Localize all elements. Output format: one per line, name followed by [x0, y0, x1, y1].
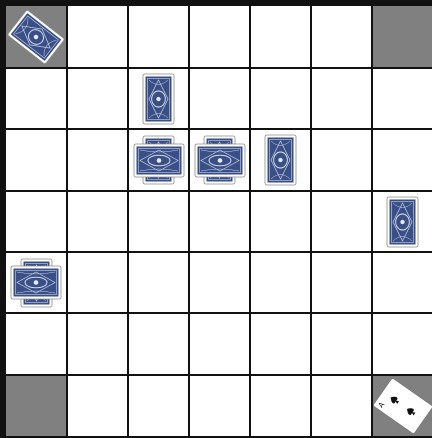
- board-cell-r3-c1[interactable]: [68, 192, 127, 251]
- board-cell-r1-c2[interactable]: [129, 69, 188, 128]
- board-cell-r4-c5[interactable]: [312, 253, 371, 312]
- board-cell-r2-c4[interactable]: [251, 130, 310, 190]
- board-cell-r5-c6[interactable]: [373, 314, 432, 374]
- board-cell-r3-c3[interactable]: [190, 192, 249, 251]
- board-cell-r5-c5[interactable]: [312, 314, 371, 374]
- board-cell-r2-c3[interactable]: [190, 130, 249, 190]
- board-cell-r4-c0[interactable]: [6, 253, 66, 312]
- board-cell-r0-c5[interactable]: [312, 6, 371, 67]
- board-cell-r4-c6[interactable]: [373, 253, 432, 312]
- board-cell-r1-c3[interactable]: [190, 69, 249, 128]
- board-cell-r0-c2[interactable]: [129, 6, 188, 67]
- board-cell-r4-c3[interactable]: [190, 253, 249, 312]
- board-cell-r5-c3[interactable]: [190, 314, 249, 374]
- board-cell-r2-c2[interactable]: [129, 130, 188, 190]
- board-cell-r1-c0[interactable]: [6, 69, 66, 128]
- board-cell-r1-c4[interactable]: [251, 69, 310, 128]
- board-cell-r3-c5[interactable]: [312, 192, 371, 251]
- board-cell-r2-c5[interactable]: [312, 130, 371, 190]
- board-cell-r0-c4[interactable]: [251, 6, 310, 67]
- board-cell-r4-c4[interactable]: [251, 253, 310, 312]
- board-cell-r4-c1[interactable]: [68, 253, 127, 312]
- board-cell-r6-c2[interactable]: [129, 376, 188, 436]
- board-cell-r5-c0[interactable]: [6, 314, 66, 374]
- board-cell-r0-c6[interactable]: [373, 6, 432, 67]
- board-cell-r1-c6[interactable]: [373, 69, 432, 128]
- board-cell-r5-c1[interactable]: [68, 314, 127, 374]
- board-cell-r6-c4[interactable]: [251, 376, 310, 436]
- board-cell-r3-c4[interactable]: [251, 192, 310, 251]
- board-cell-r6-c1[interactable]: [68, 376, 127, 436]
- board-cell-r4-c2[interactable]: [129, 253, 188, 312]
- board-cell-r6-c5[interactable]: [312, 376, 371, 436]
- board-cell-r1-c5[interactable]: [312, 69, 371, 128]
- board-cell-r3-c0[interactable]: [6, 192, 66, 251]
- board-cell-r0-c0[interactable]: [6, 6, 66, 67]
- board-cell-r3-c2[interactable]: [129, 192, 188, 251]
- board-cell-r2-c1[interactable]: [68, 130, 127, 190]
- board-cell-r6-c6[interactable]: [373, 376, 432, 436]
- board-cell-r1-c1[interactable]: [68, 69, 127, 128]
- board-cell-r0-c3[interactable]: [190, 6, 249, 67]
- board-cell-r2-c6[interactable]: [373, 130, 432, 190]
- board-cell-r6-c0[interactable]: [6, 376, 66, 436]
- board-cell-r5-c2[interactable]: [129, 314, 188, 374]
- board-cell-r3-c6[interactable]: [373, 192, 432, 251]
- board-cell-r2-c0[interactable]: [6, 130, 66, 190]
- board-cell-r6-c3[interactable]: [190, 376, 249, 436]
- board-cell-r0-c1[interactable]: [68, 6, 127, 67]
- board-cell-r5-c4[interactable]: [251, 314, 310, 374]
